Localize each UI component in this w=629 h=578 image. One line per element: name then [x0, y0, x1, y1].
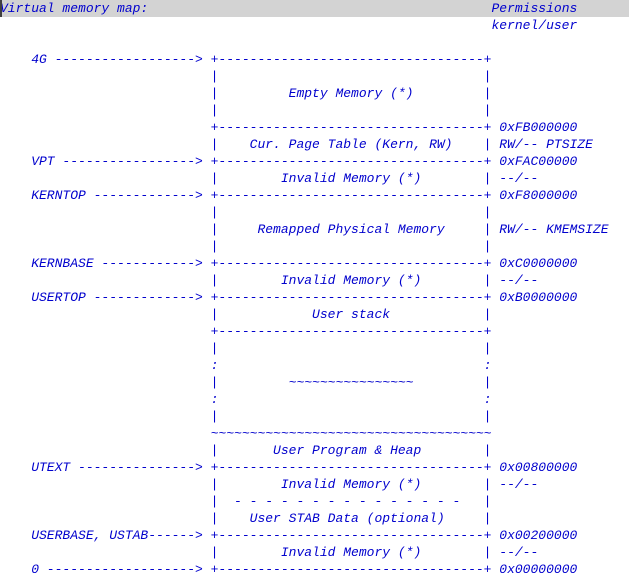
- header-bar: Virtual memory map: Permissions: [0, 0, 629, 17]
- permissions-subheader-line: kernel/user: [0, 17, 629, 34]
- permissions-column-header: Permissions: [491, 1, 578, 16]
- memory-map-ascii: 4G ------------------> +----------------…: [31, 52, 609, 577]
- header-line: Virtual memory map: Permissions: [0, 0, 629, 17]
- kernel-user-column-header: kernel/user: [491, 18, 578, 33]
- text-cursor-caret: [0, 0, 2, 17]
- page-title: Virtual memory map:: [0, 1, 149, 16]
